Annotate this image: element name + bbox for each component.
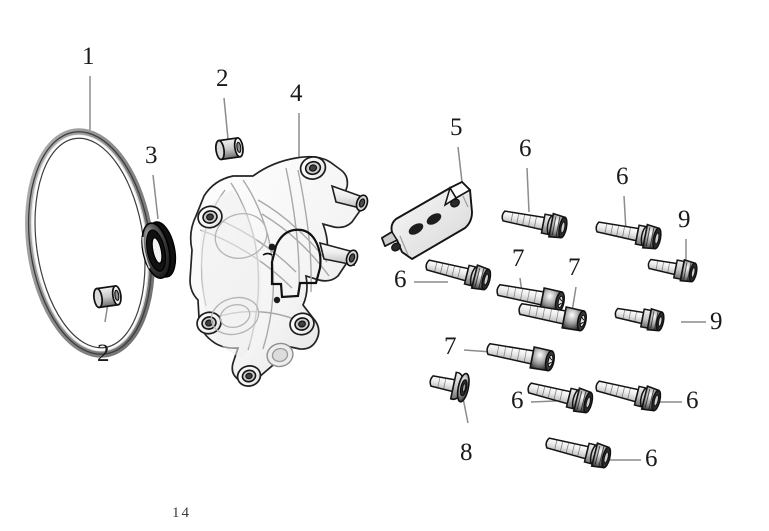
callout-1: 1 (82, 43, 95, 70)
part-socket-bolt-3 (484, 337, 557, 373)
callout-2-lower: 2 (97, 340, 110, 367)
part-engine-bracket-casting (189, 155, 369, 387)
callout-7-c: 7 (444, 333, 457, 360)
callout-7-b: 7 (568, 254, 581, 281)
boss-arm-upper (330, 184, 369, 212)
mounting-eye-bottom-right (266, 342, 294, 368)
part-flange-bolt-2 (593, 214, 664, 252)
part-short-bolt-2 (612, 301, 667, 334)
callout-6-a: 6 (519, 135, 532, 162)
callout-7-a: 7 (512, 245, 525, 272)
part-flange-bolt-3 (422, 252, 494, 293)
part-flange-bolt-4 (524, 375, 596, 416)
callout-9-b: 9 (710, 308, 723, 335)
part-flange-bolt-5 (592, 373, 664, 414)
callout-8: 8 (460, 439, 473, 466)
part-flange-bolt-6 (542, 430, 614, 471)
mounting-eye-bottom (236, 365, 262, 387)
callout-6-d: 6 (511, 387, 524, 414)
part-button-head-bolt (429, 371, 470, 403)
mounting-eye-upper-left (197, 205, 223, 229)
part-oil-seal (141, 221, 177, 279)
callout-2-upper: 2 (216, 65, 229, 92)
mounting-eye-right (289, 312, 315, 336)
callout-3: 3 (145, 142, 158, 169)
callout-6-c: 6 (394, 266, 407, 293)
page-number: 14 (172, 505, 191, 521)
mounting-eye-top (299, 156, 327, 180)
callout-4: 4 (290, 80, 303, 107)
callout-6-b: 6 (616, 163, 629, 190)
callout-6-f: 6 (645, 445, 658, 472)
callout-5: 5 (450, 114, 463, 141)
part-dowel-pin-lower (91, 284, 123, 309)
callout-6-e: 6 (686, 387, 699, 414)
callout-9-a: 9 (678, 206, 691, 233)
part-flange-bolt-1 (499, 203, 570, 241)
part-dowel-pin-upper (213, 136, 245, 161)
boss-arm-lower (318, 241, 359, 267)
part-short-bolt-1 (645, 252, 700, 285)
part-steel-stay-bracket (381, 180, 473, 260)
